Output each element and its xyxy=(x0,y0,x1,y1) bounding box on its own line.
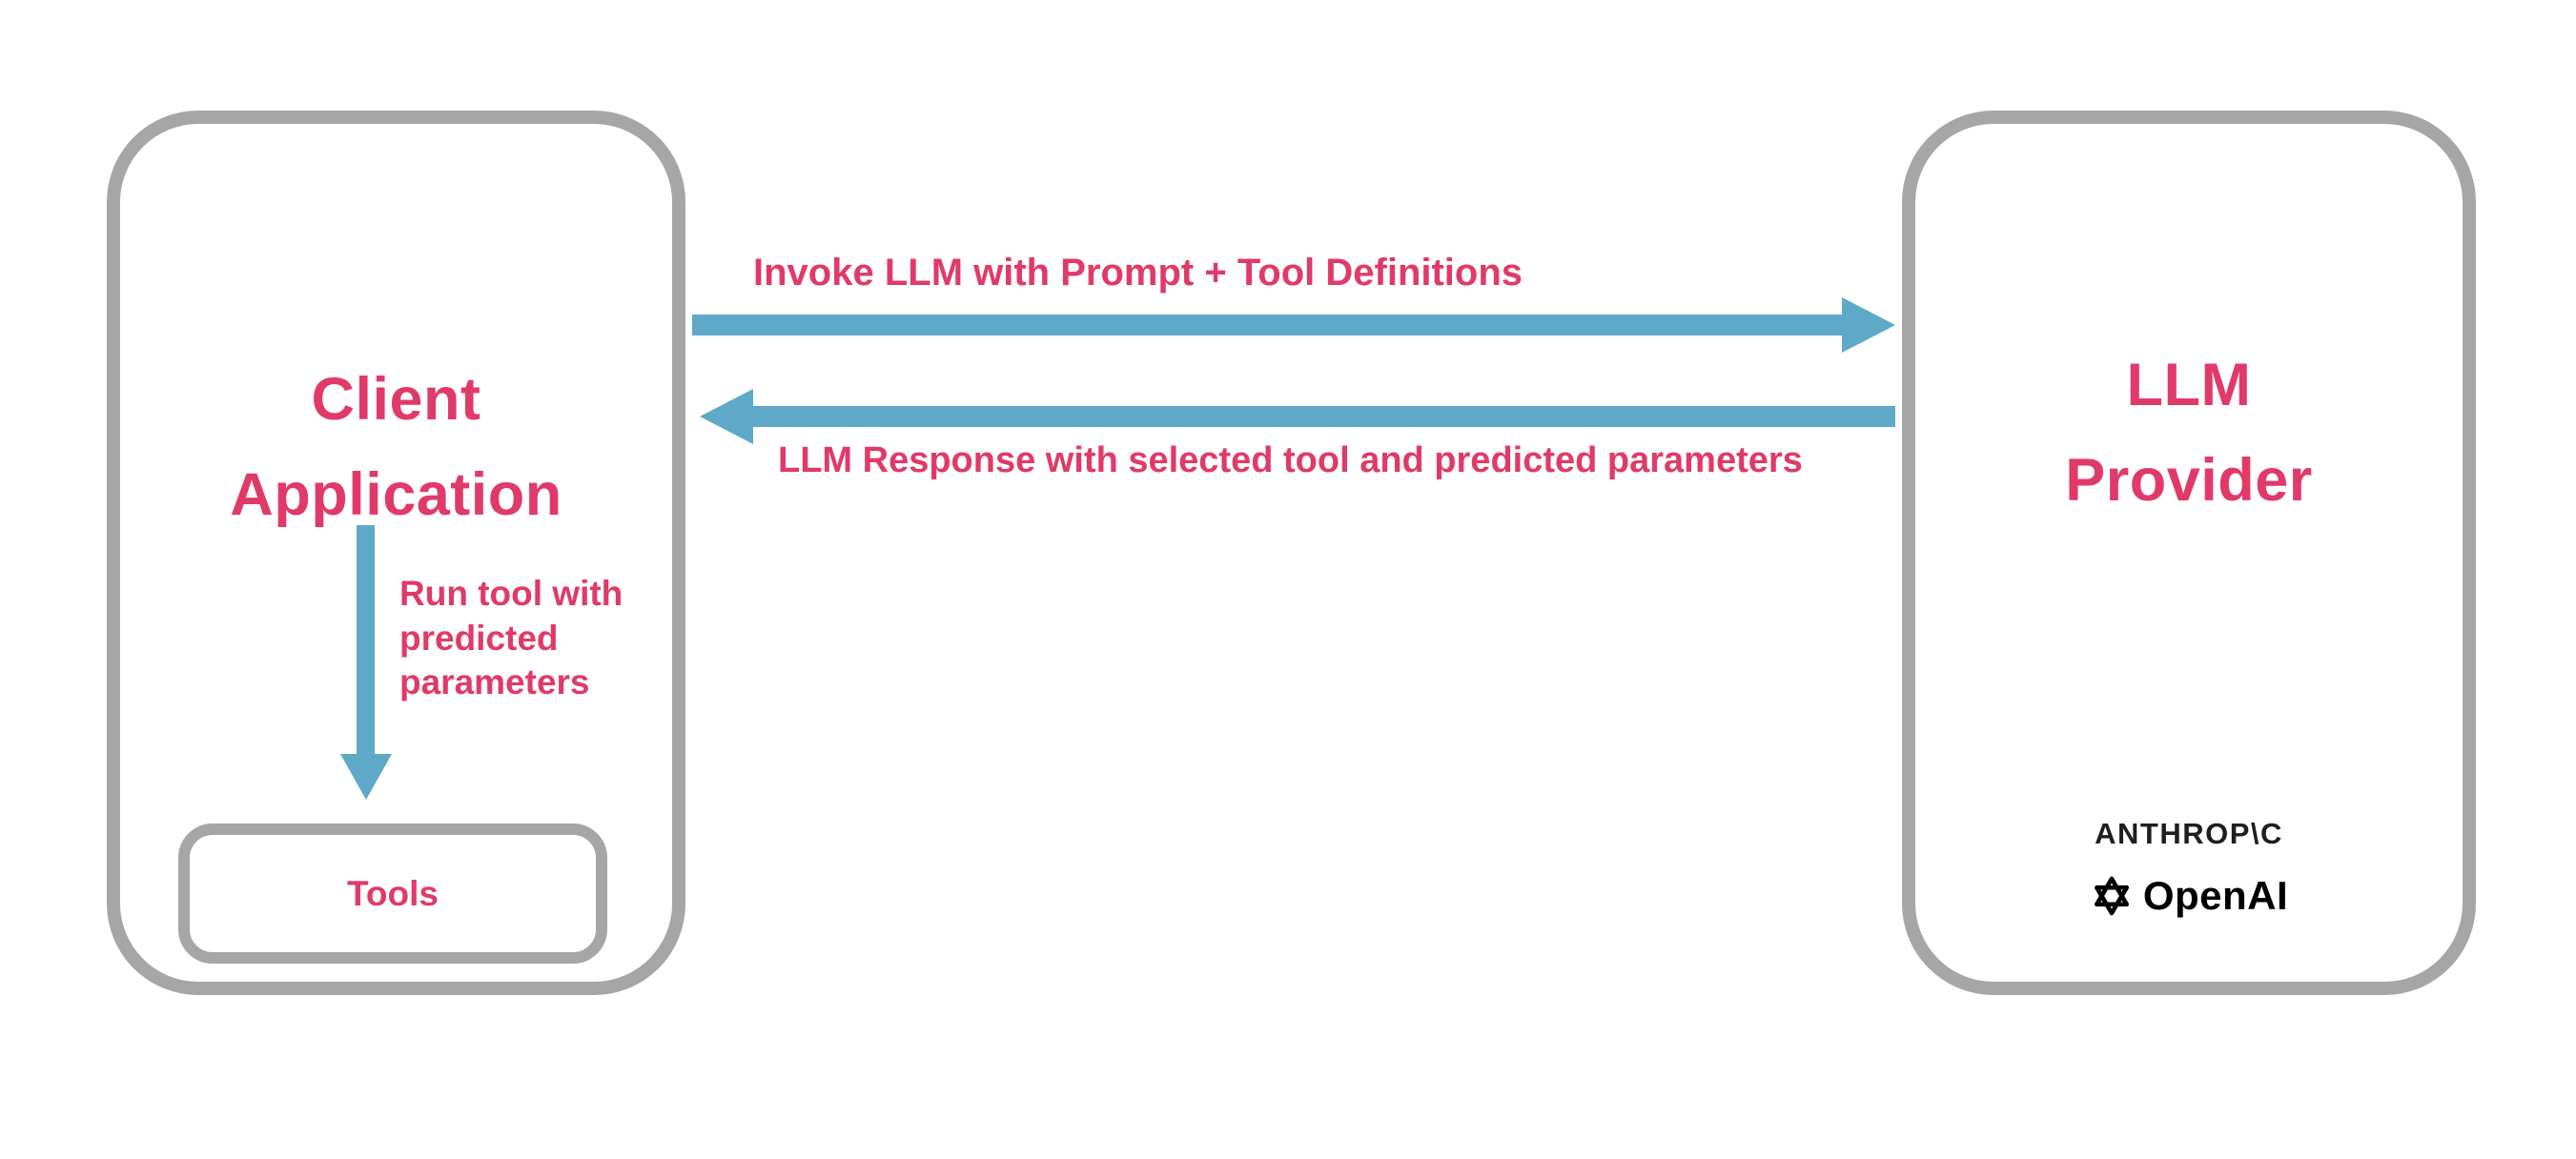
response-arrowhead-icon xyxy=(700,389,753,444)
response-arrow-label: LLM Response with selected tool and pred… xyxy=(778,440,1803,480)
openai-wordmark: OpenAI xyxy=(2142,873,2289,918)
client-application-title: Client Application xyxy=(230,366,562,528)
invoke-arrowhead-icon xyxy=(1842,297,1895,353)
tools-label: Tools xyxy=(347,873,439,913)
response-arrow xyxy=(753,406,1895,427)
openai-logo: OpenAI xyxy=(1915,873,2463,919)
tools-box: Tools xyxy=(178,824,607,964)
run-tool-arrow xyxy=(357,525,375,756)
invoke-arrow-label: Invoke LLM with Prompt + Tool Definition… xyxy=(753,252,1523,294)
llm-provider-box: LLM Provider ANTHROP\C OpenAI xyxy=(1902,111,2476,995)
anthropic-logo: ANTHROP\C xyxy=(2095,817,2283,850)
invoke-arrow xyxy=(692,315,1844,336)
client-application-box: Client Application Tools xyxy=(107,111,685,995)
run-tool-label: Run tool with predicted parameters xyxy=(399,574,624,702)
run-tool-arrowhead-icon xyxy=(340,754,392,800)
openai-icon xyxy=(2090,874,2134,918)
llm-provider-title: LLM Provider xyxy=(2065,352,2313,514)
